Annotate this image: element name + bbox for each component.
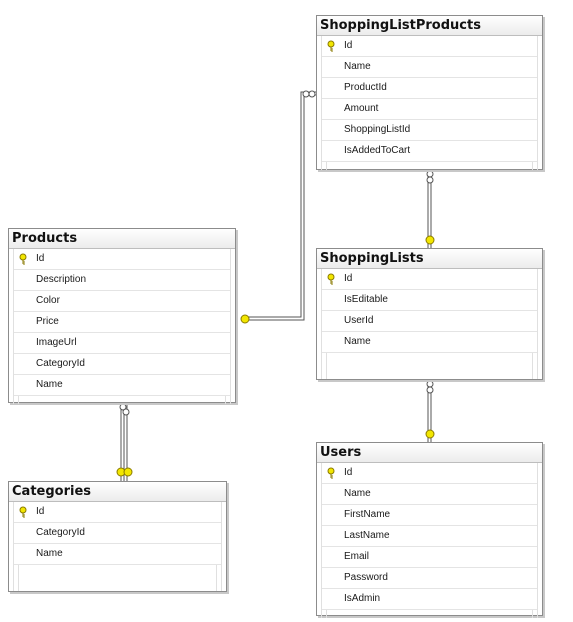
column-name: Color	[36, 295, 60, 306]
column-name: Description	[36, 274, 87, 285]
column-row[interactable]: Email	[322, 547, 537, 568]
column-name: LastName	[344, 530, 390, 541]
primary-key-icon	[327, 467, 335, 479]
column-row[interactable]: ImageUrl	[14, 333, 230, 354]
column-row[interactable]: Price	[14, 312, 230, 333]
column-name: IsEditable	[344, 294, 388, 305]
column-name: UserId	[344, 315, 374, 326]
relationship-shoppinglistproducts-shoppinglists	[425, 169, 435, 248]
column-name: IsAddedToCart	[344, 145, 411, 156]
column-row[interactable]: UserId	[322, 311, 537, 332]
column-row[interactable]: IsAdmin	[322, 589, 537, 610]
column-name: ProductId	[344, 82, 387, 93]
primary-key-icon	[19, 506, 27, 518]
column-name: FirstName	[344, 509, 391, 520]
column-name: CategoryId	[36, 527, 85, 538]
column-name: Name	[36, 379, 63, 390]
relationship-shoppinglists-users	[425, 379, 435, 442]
column-row[interactable]: Amount	[322, 99, 537, 120]
column-name: Name	[36, 548, 63, 559]
column-row[interactable]: Name	[14, 544, 221, 565]
column-row[interactable]: Id	[322, 463, 537, 484]
column-name: Name	[344, 61, 371, 72]
table-title[interactable]: ShoppingListProducts	[317, 16, 542, 36]
column-name: Name	[344, 488, 371, 499]
table-products[interactable]: Products Id Description Color Price Imag…	[8, 228, 236, 404]
column-row[interactable]: Password	[322, 568, 537, 589]
table-shoppinglistproducts[interactable]: ShoppingListProducts Id Name ProductId A…	[316, 15, 543, 170]
column-name: Amount	[344, 103, 379, 114]
relationship-products-categories	[116, 402, 133, 481]
column-row[interactable]: Name	[14, 375, 230, 396]
column-name: Id	[36, 253, 45, 264]
column-row[interactable]: LastName	[322, 526, 537, 547]
column-row[interactable]: ProductId	[322, 78, 537, 99]
primary-key-icon	[19, 253, 27, 265]
column-name: Price	[36, 316, 59, 327]
column-name: Id	[344, 40, 353, 51]
column-row[interactable]: Name	[322, 57, 537, 78]
column-row[interactable]: Description	[14, 270, 230, 291]
table-users[interactable]: Users Id Name FirstName LastName Email P…	[316, 442, 543, 618]
table-categories[interactable]: Categories Id CategoryId Name	[8, 481, 227, 592]
column-row[interactable]: FirstName	[322, 505, 537, 526]
column-row[interactable]: CategoryId	[14, 523, 221, 544]
column-row[interactable]: Id	[322, 269, 537, 290]
column-row[interactable]: IsEditable	[322, 290, 537, 311]
column-row[interactable]: Id	[14, 249, 230, 270]
column-row[interactable]: ShoppingListId	[322, 120, 537, 141]
primary-key-icon	[327, 273, 335, 285]
table-title[interactable]: ShoppingLists	[317, 249, 542, 269]
column-row[interactable]: Id	[322, 36, 537, 57]
column-name: Id	[344, 467, 353, 478]
table-title[interactable]: Users	[317, 443, 542, 463]
column-name: Name	[344, 336, 371, 347]
column-row[interactable]: Name	[322, 484, 537, 505]
column-name: ShoppingListId	[344, 124, 411, 135]
column-name: Id	[36, 506, 45, 517]
relationship-shoppinglistproducts-products	[240, 90, 317, 324]
column-row[interactable]: Id	[14, 502, 221, 523]
column-row[interactable]: IsAddedToCart	[322, 141, 537, 162]
column-name: IsAdmin	[344, 593, 381, 604]
column-name: CategoryId	[36, 358, 85, 369]
primary-key-icon	[327, 40, 335, 52]
column-name: Email	[344, 551, 370, 562]
table-title[interactable]: Products	[9, 229, 235, 249]
column-row[interactable]: Name	[322, 332, 537, 353]
table-shoppinglists[interactable]: ShoppingLists Id IsEditable UserId Name	[316, 248, 543, 380]
column-row[interactable]: CategoryId	[14, 354, 230, 375]
column-name: ImageUrl	[36, 337, 77, 348]
column-name: Id	[344, 273, 353, 284]
column-name: Password	[344, 572, 388, 583]
column-row[interactable]: Color	[14, 291, 230, 312]
table-title[interactable]: Categories	[9, 482, 226, 502]
